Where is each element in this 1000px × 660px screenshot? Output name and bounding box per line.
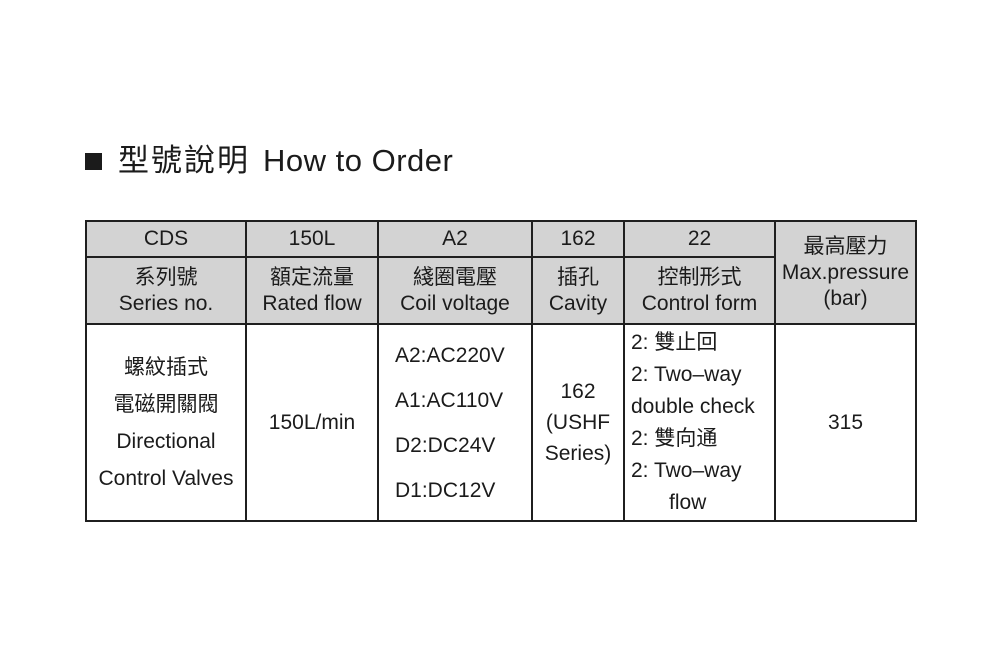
cavity-line: 162	[560, 380, 596, 403]
header-rated-flow-zh: 額定流量	[270, 265, 354, 289]
body-cell-control-form: 2: 雙止回 2: Two–way double check 2: 雙向通 2:…	[623, 323, 776, 522]
header-control-form-zh: 控制形式	[657, 265, 742, 289]
body-cell-rated-flow: 150L/min	[245, 323, 379, 522]
max-pressure-unit: (bar)	[823, 286, 868, 310]
header-cell-control-form: 控制形式 Control form	[623, 256, 776, 325]
header-cell-cavity: 插孔 Cavity	[531, 256, 625, 325]
max-pressure-value: 315	[827, 410, 864, 434]
body-cell-coil-voltage: A2:AC220V A1:AC110V D2:DC24V D1:DC12V	[377, 323, 533, 522]
square-bullet-icon	[85, 152, 102, 170]
header-cavity-en: Cavity	[548, 291, 608, 315]
header-cell-max-pressure: 最高壓力 Max.pressure (bar)	[774, 220, 917, 325]
series-line: Control Valves	[98, 466, 234, 490]
header-control-form-en: Control form	[641, 291, 758, 315]
control-form-line: 2: 雙止回	[631, 330, 718, 354]
voltage-option: A1:AC110V	[395, 388, 504, 412]
section-title-zh: 型號說明	[118, 143, 250, 178]
how-to-order-table: CDS 150L A2 162 22 最高壓力 Max.pressure (ba…	[85, 220, 917, 522]
control-form-line: 2: 雙向通	[631, 426, 718, 450]
voltage-option: D1:DC12V	[395, 478, 496, 502]
header-cell-rated-flow: 額定流量 Rated flow	[245, 256, 379, 325]
max-pressure-en: Max.pressure	[781, 260, 910, 284]
header-series-no-en: Series no.	[118, 291, 214, 315]
voltage-option: D2:DC24V	[395, 433, 496, 457]
code-cell-cavity: 162	[531, 220, 625, 258]
control-form-line: 2: Two–way	[631, 458, 742, 482]
series-line: Directional	[116, 429, 216, 453]
cavity-line: Series)	[544, 442, 612, 465]
header-cell-series-no: 系列號 Series no.	[85, 256, 247, 325]
header-coil-voltage-en: Coil voltage	[400, 291, 510, 315]
rated-flow-value: 150L/min	[268, 410, 356, 434]
body-cell-series: 螺紋插式 電磁開關閥 Directional Control Valves	[85, 323, 247, 522]
section-title-en: How to Order	[263, 143, 454, 178]
body-cell-max-pressure: 315	[774, 323, 917, 522]
column-label-row: 系列號 Series no. 額定流量 Rated flow 綫圈電壓 Coil…	[85, 256, 916, 325]
series-line: 螺紋插式	[124, 355, 208, 379]
code-cell-rated-flow: 150L	[245, 220, 379, 258]
model-code-row: CDS 150L A2 162 22 最高壓力 Max.pressure (ba…	[85, 220, 917, 325]
code-cell-coil-voltage: A2	[377, 220, 533, 258]
code-cell-series-no: CDS	[85, 220, 247, 258]
body-cell-cavity: 162 (USHF Series)	[531, 323, 625, 522]
control-form-line: double check	[631, 394, 755, 418]
max-pressure-zh: 最高壓力	[803, 234, 888, 258]
header-rated-flow-en: Rated flow	[262, 291, 362, 315]
header-cell-coil-voltage: 綫圈電壓 Coil voltage	[377, 256, 533, 325]
section-title: 型號說明 How to Order	[85, 144, 453, 178]
header-series-no-zh: 系列號	[134, 265, 198, 289]
header-cavity-zh: 插孔	[557, 265, 599, 289]
code-cell-control-form: 22	[623, 220, 776, 258]
cavity-line: (USHF	[545, 411, 611, 434]
control-form-line: 2: Two–way	[631, 362, 742, 386]
header-coil-voltage-zh: 綫圈電壓	[413, 265, 497, 289]
control-form-line: flow	[669, 490, 707, 514]
voltage-option: A2:AC220V	[395, 343, 505, 367]
series-line: 電磁開關閥	[113, 392, 219, 416]
table-row: 螺紋插式 電磁開關閥 Directional Control Valves 15…	[85, 323, 917, 522]
